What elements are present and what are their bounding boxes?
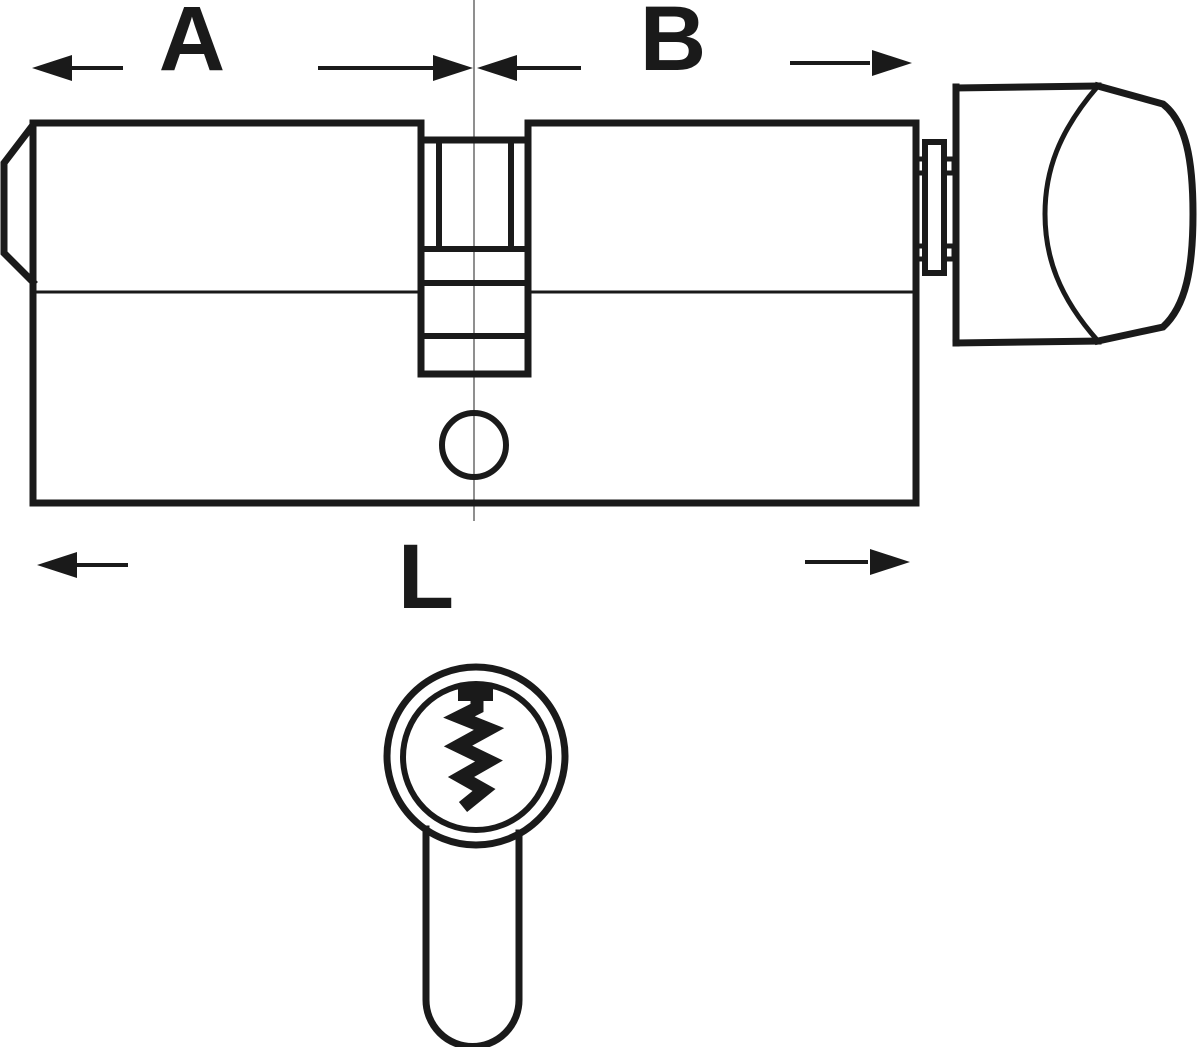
keyway-zigzag: [443, 697, 505, 813]
dim-b-left-arrowhead: [477, 55, 517, 81]
dim-b-right-arrowhead: [872, 50, 912, 76]
cam-bands: [418, 246, 531, 339]
thumbturn-inner-curve: [1042, 82, 1102, 345]
thumbturn-top-bottom: [952, 82, 1102, 347]
dim-label-a: A: [159, 0, 225, 90]
dim-label-l: L: [398, 526, 454, 628]
body-outline: [29, 119, 920, 507]
dim-a-left-arrowhead: [32, 55, 72, 81]
plug-tip-chamfer: [0, 120, 38, 287]
cam-inner-edges: [436, 137, 514, 252]
dim-label-b: B: [640, 0, 706, 90]
profile-outer-circle: [383, 663, 569, 849]
dim-l-right-arrowhead: [870, 549, 910, 575]
dim-a-right-arrowhead: [433, 55, 473, 81]
spindle-collar: [922, 139, 947, 276]
thumbturn-outer-curve: [1093, 81, 1197, 346]
profile-plug-circle: [400, 681, 552, 833]
fixing-screw-hole: [439, 410, 509, 480]
dim-l-left-arrowhead: [37, 552, 77, 578]
profile-stem: [422, 825, 523, 1047]
